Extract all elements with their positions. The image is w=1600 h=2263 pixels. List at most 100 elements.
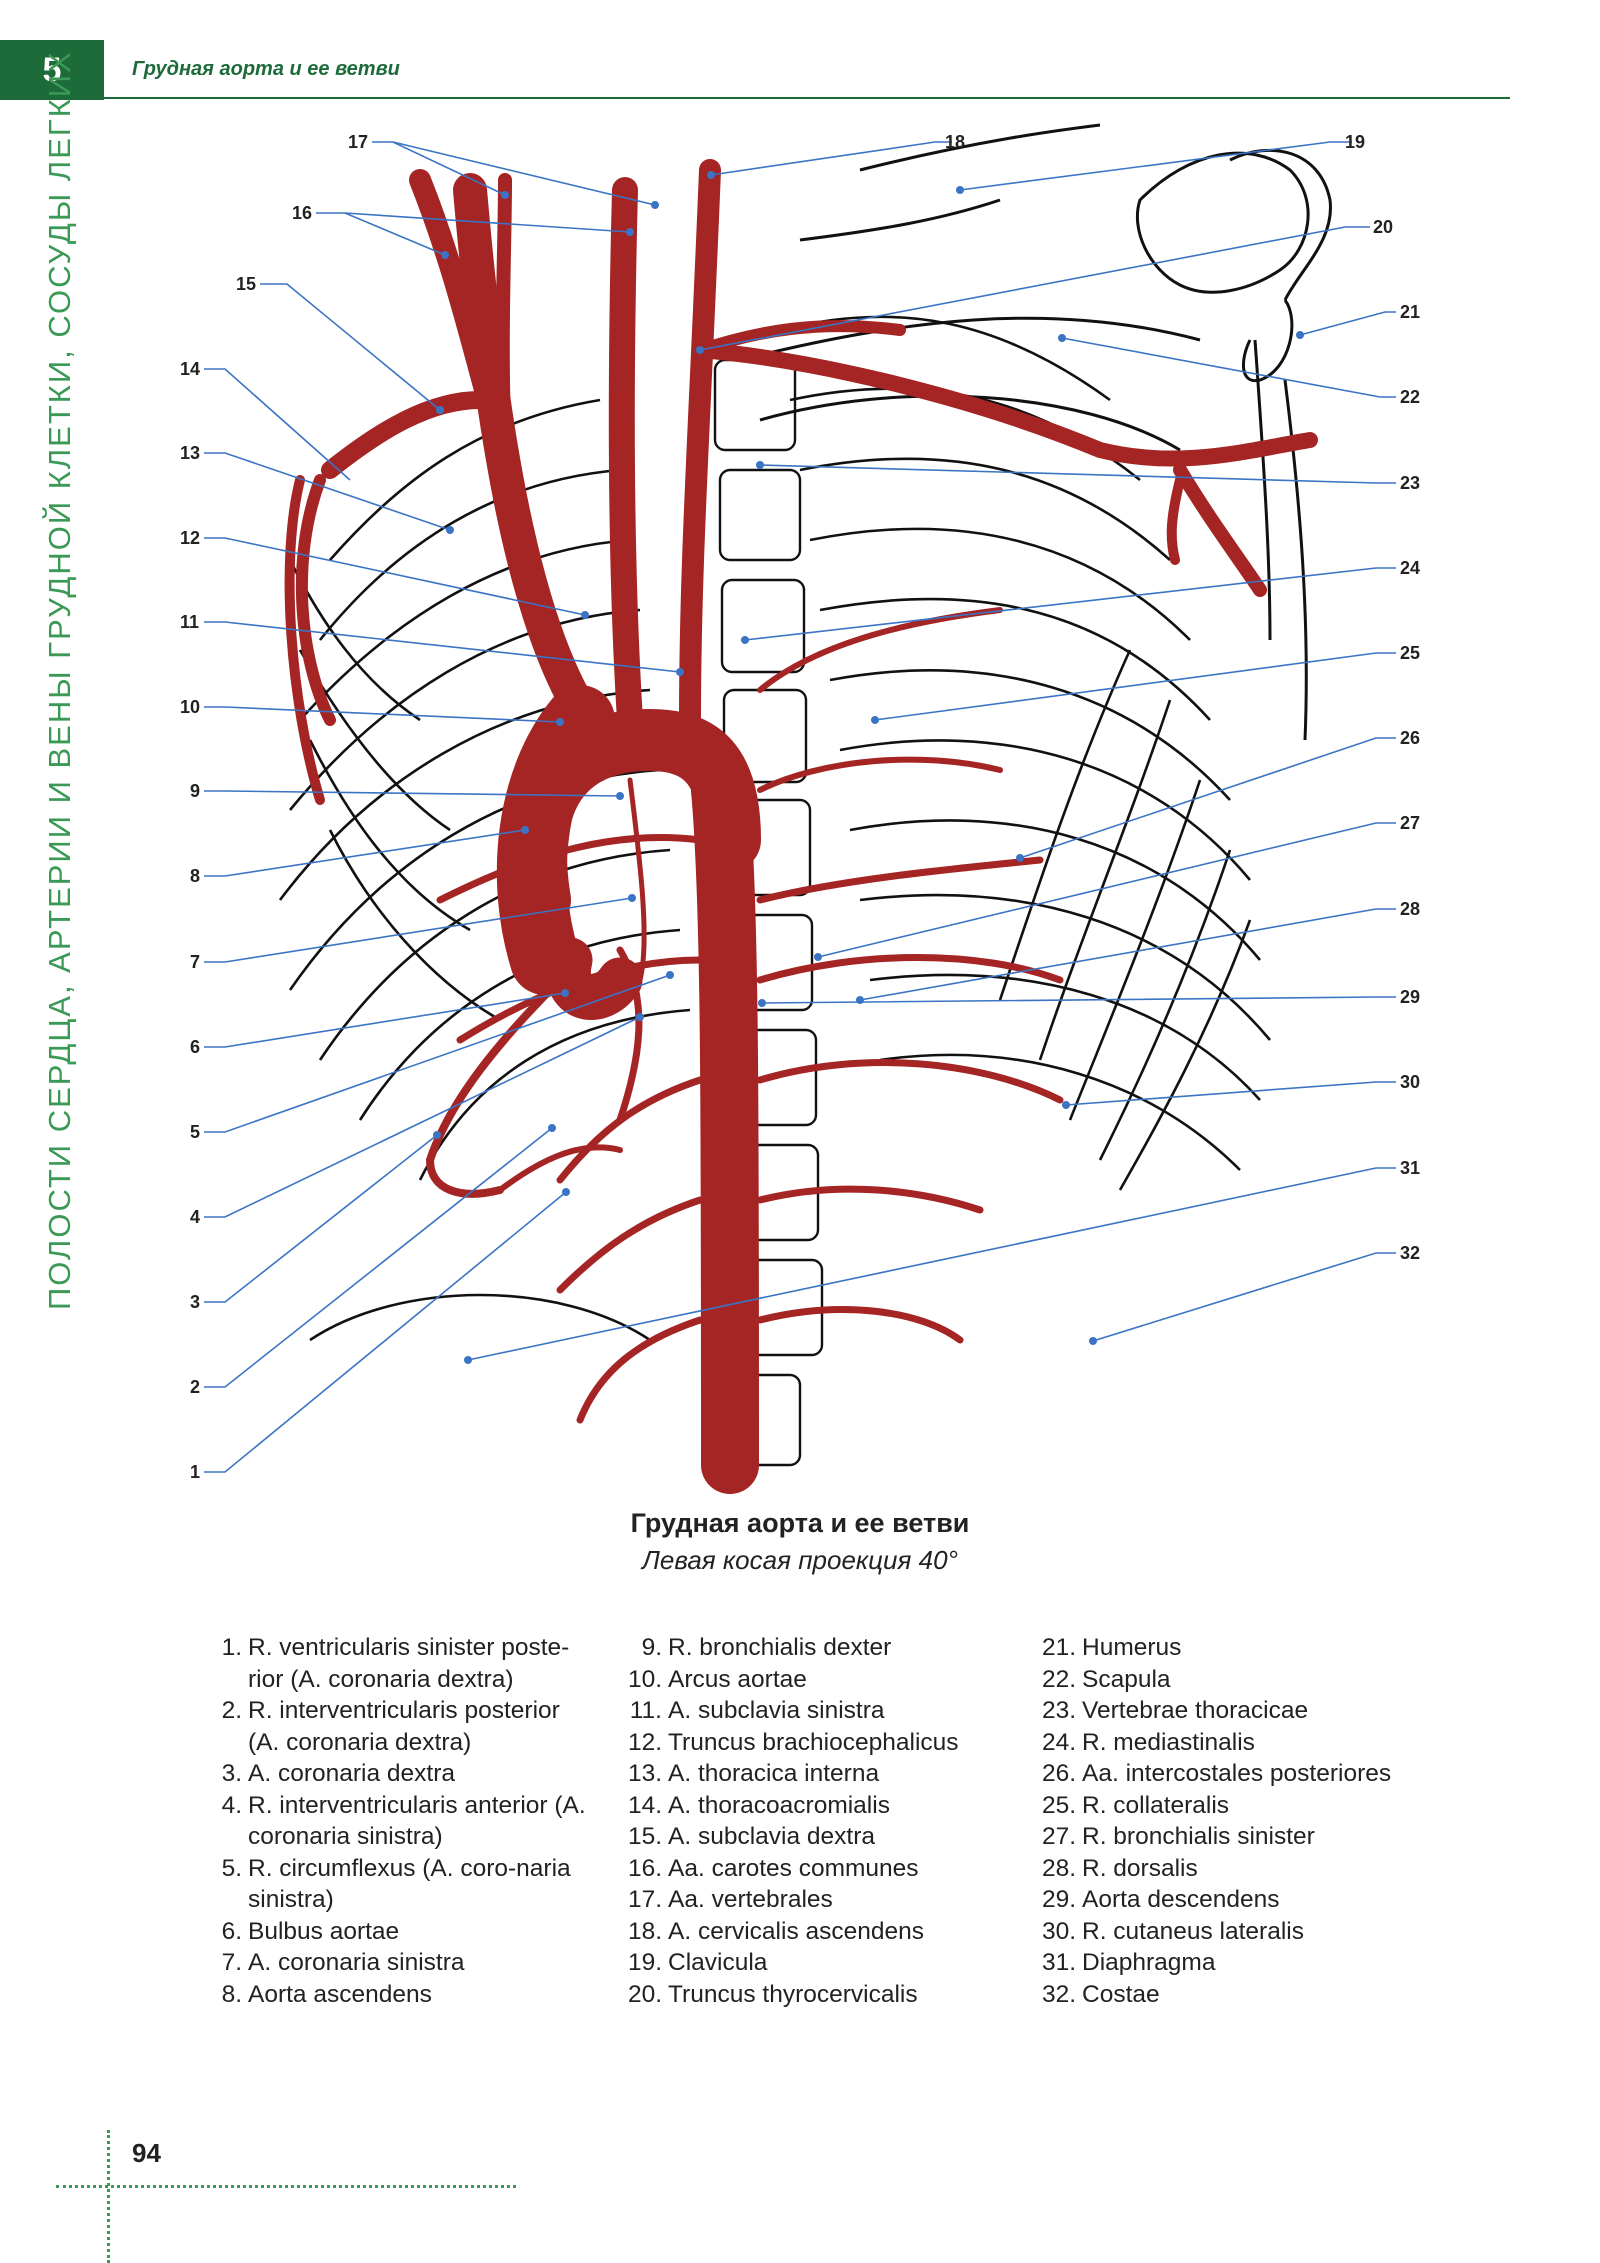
legend-item: 8.Aorta ascendens bbox=[221, 1980, 432, 2008]
leader-lines bbox=[204, 141, 1396, 1473]
bronchialis bbox=[627, 777, 647, 983]
subclavia-left-arm bbox=[692, 342, 1318, 467]
carotis-sinistra bbox=[608, 177, 643, 733]
leader-dots bbox=[433, 171, 1304, 1364]
callout-28: 28 bbox=[1400, 899, 1420, 919]
legend-item: 23.Vertebrae thoracicae bbox=[1041, 1697, 1309, 1724]
ribs-left bbox=[278, 398, 691, 1342]
legend-column-1: 1.R. ventricularis sinister poste-rior (… bbox=[218, 1632, 590, 2010]
callout-11: 11 bbox=[180, 612, 199, 632]
thoracica-interna bbox=[295, 474, 336, 726]
legend-item: 17.Aa. vertebrales bbox=[627, 1886, 833, 1913]
legend-item: 6.Bulbus aortae bbox=[221, 1917, 400, 1945]
coronaria-dextra bbox=[425, 976, 564, 1198]
axillary-branch bbox=[1173, 463, 1267, 597]
callout-24: 24 bbox=[1400, 558, 1420, 578]
callout-10: 10 bbox=[180, 697, 200, 717]
figure-subtitle: Левая косая проекция 40° bbox=[642, 1545, 958, 1575]
legend-item: 4.R. interventricularis anterior (A. cor… bbox=[221, 1791, 586, 1851]
callout-2: 2 bbox=[190, 1377, 200, 1397]
intercostal-left-1 bbox=[436, 834, 704, 904]
callout-14: 14 bbox=[180, 359, 200, 379]
bone-outlines bbox=[739, 123, 1332, 741]
legend-item: 26.Aa. intercostales posteriores bbox=[1041, 1760, 1392, 1787]
callout-3: 3 bbox=[190, 1292, 200, 1312]
truncus-thyrocervicalis bbox=[694, 320, 906, 356]
intercostal-left-5 bbox=[576, 1316, 704, 1424]
legend-item: 3.A. coronaria dextra bbox=[221, 1760, 455, 1787]
legend-item: 14.A. thoracoacromialis bbox=[627, 1791, 890, 1819]
callout-25: 25 bbox=[1400, 643, 1420, 663]
legend-item: 13.A. thoracica interna bbox=[627, 1760, 880, 1787]
legend-item: 1.R. ventricularis sinister poste-rior (… bbox=[221, 1634, 570, 1693]
interventricularis-posterior bbox=[497, 1144, 623, 1193]
intercostal-1 bbox=[757, 607, 1003, 693]
callout-15: 15 bbox=[236, 274, 256, 294]
callout-31: 31 bbox=[1400, 1158, 1420, 1178]
legend-item: 15.A. subclavia dextra bbox=[627, 1823, 875, 1850]
running-title: Грудная аорта и ее ветви bbox=[132, 58, 400, 80]
coronaria-sinistra bbox=[616, 946, 643, 1124]
callout-18: 18 bbox=[945, 132, 965, 152]
callout-19: 19 bbox=[1345, 132, 1365, 152]
intercostal-6 bbox=[756, 1185, 984, 1214]
callout-numbers-right: 18 19 20 21 22 23 24 25 26 27 28 29 30 3… bbox=[945, 132, 1420, 1263]
page-number: 94 bbox=[132, 2138, 161, 2168]
callout-16: 16 bbox=[292, 203, 312, 223]
legend-item: 30.R. cutaneus lateralis bbox=[1041, 1917, 1304, 1945]
intercostal-7 bbox=[756, 1306, 964, 1344]
ribs-right bbox=[779, 315, 1271, 1191]
intercostal-2 bbox=[757, 756, 1003, 793]
callout-26: 26 bbox=[1400, 728, 1420, 748]
callout-4: 4 bbox=[190, 1207, 200, 1227]
callout-6: 6 bbox=[190, 1037, 200, 1057]
figure-title: Грудная аорта и ее ветви bbox=[630, 1508, 970, 1538]
legend-item: 9.R. bronchialis dexter bbox=[641, 1634, 892, 1661]
callout-5: 5 bbox=[190, 1122, 200, 1142]
header-rule bbox=[104, 97, 1510, 99]
callout-21: 21 bbox=[1400, 302, 1420, 322]
vertebralis-dextra bbox=[495, 173, 512, 457]
legend-item: 28.R. dorsalis bbox=[1041, 1854, 1198, 1882]
legend-item: 16.Aa. carotes communes bbox=[627, 1854, 919, 1882]
intercostal-left-4 bbox=[556, 1196, 704, 1294]
legend-item: 7.A. coronaria sinistra bbox=[221, 1949, 465, 1976]
callout-8: 8 bbox=[190, 866, 200, 886]
legend-item: 29.Aorta descendens bbox=[1041, 1886, 1280, 1913]
legend-column-3: 21.Humerus 22.Scapula 23.Vertebrae thora… bbox=[1036, 1632, 1456, 2010]
legend-item: 19.Clavicula bbox=[627, 1949, 768, 1976]
bulbus-aortae bbox=[546, 937, 643, 1020]
intercostal-5 bbox=[756, 1059, 1064, 1104]
aorta-ascendens bbox=[496, 685, 615, 995]
legend-item: 11.A. subclavia sinistra bbox=[629, 1697, 885, 1724]
legend-item: 27.R. bronchialis sinister bbox=[1041, 1823, 1315, 1850]
callout-17: 17 bbox=[348, 132, 368, 152]
legend-item: 12.Truncus brachiocephalicus bbox=[627, 1728, 959, 1756]
callout-22: 22 bbox=[1400, 387, 1420, 407]
anatomy-figure: 17 16 15 14 13 12 11 10 9 8 7 6 5 4 3 2 … bbox=[180, 123, 1420, 1494]
legend-item: 5.R. circumflexus (A. coro-naria sinistr… bbox=[221, 1854, 571, 1914]
footer-dotted-vertical bbox=[107, 2130, 110, 2263]
truncus-brachiocephalicus bbox=[453, 173, 592, 717]
callout-32: 32 bbox=[1400, 1243, 1420, 1263]
arteries bbox=[284, 159, 1318, 1494]
legend-item: 25.R. collateralis bbox=[1041, 1791, 1230, 1819]
thoracica-interna-2 bbox=[284, 475, 325, 805]
intercostal-3 bbox=[756, 856, 1044, 904]
callout-9: 9 bbox=[190, 781, 200, 801]
legend-item: 20.Truncus thyrocervicalis bbox=[627, 1980, 918, 2008]
intercostal-left-2 bbox=[456, 956, 704, 1044]
callout-numbers-left: 17 16 15 14 13 12 11 10 9 8 7 6 5 4 3 2 … bbox=[180, 132, 368, 1482]
chapter-number-box: 5 bbox=[0, 40, 104, 100]
legend-item: 10.Arcus aortae bbox=[627, 1665, 807, 1693]
axillary-branch-2 bbox=[1166, 475, 1185, 565]
callout-30: 30 bbox=[1400, 1072, 1420, 1092]
footer-dotted-rule bbox=[56, 2185, 516, 2188]
subclavia-dextra bbox=[321, 391, 489, 479]
legend-item: 32.Costae bbox=[1041, 1980, 1160, 2008]
legend-item: 24.R. mediastinalis bbox=[1041, 1728, 1255, 1756]
callout-12: 12 bbox=[180, 528, 200, 548]
legend-item: 2.R. interventricularis posterior (A. co… bbox=[221, 1697, 560, 1756]
legend-item: 21.Humerus bbox=[1041, 1634, 1182, 1661]
legend-item: 31.Diaphragma bbox=[1041, 1949, 1216, 1976]
